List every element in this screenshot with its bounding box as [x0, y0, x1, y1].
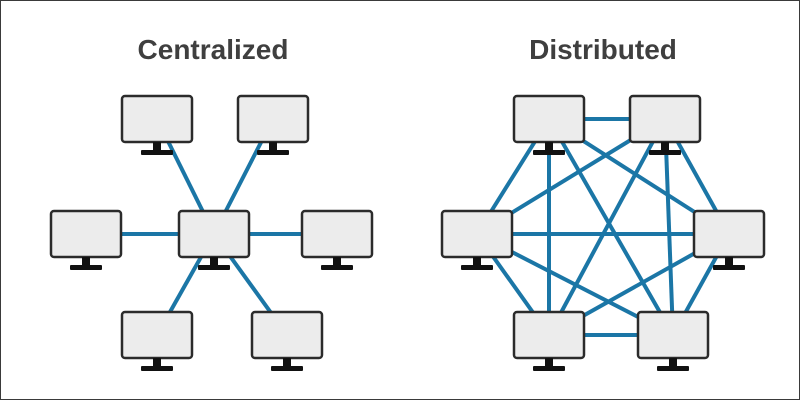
- centralized-computer-top-left: [120, 94, 194, 155]
- monitor-neck-icon: [153, 358, 161, 366]
- distributed-link-top-left-to-bottom-right: [547, 118, 675, 336]
- distributed-computer-mid-left: [440, 209, 514, 270]
- centralized-computer-center: [177, 209, 251, 270]
- distributed-computer-bottom-right: [636, 310, 710, 371]
- monitor-base-icon: [198, 265, 230, 270]
- monitor-screen-icon: [120, 94, 194, 144]
- distributed-computer-bottom-left: [512, 310, 586, 371]
- monitor-base-icon: [533, 366, 565, 371]
- distributed-computer-mid-right: [692, 209, 766, 270]
- monitor-screen-icon: [692, 209, 766, 259]
- monitor-screen-icon: [250, 310, 324, 360]
- distributed-computer-top-right: [628, 94, 702, 155]
- centralized-computer-mid-left: [49, 209, 123, 270]
- title-distributed: Distributed: [529, 34, 677, 65]
- title-centralized: Centralized: [137, 34, 289, 65]
- monitor-screen-icon: [300, 209, 374, 259]
- monitor-neck-icon: [153, 142, 161, 150]
- monitor-screen-icon: [236, 94, 310, 144]
- monitor-base-icon: [141, 366, 173, 371]
- monitor-neck-icon: [661, 142, 669, 150]
- monitor-neck-icon: [283, 358, 291, 366]
- distributed-links: [475, 117, 731, 337]
- centralized-computer-bottom-left: [120, 310, 194, 371]
- centralized-computer-mid-right: [300, 209, 374, 270]
- monitor-screen-icon: [49, 209, 123, 259]
- centralized-computer-top-right: [236, 94, 310, 155]
- monitor-neck-icon: [669, 358, 677, 366]
- monitor-base-icon: [657, 366, 689, 371]
- monitor-neck-icon: [333, 257, 341, 265]
- distributed-computer-top-left: [512, 94, 586, 155]
- centralized-nodes: [49, 94, 374, 371]
- monitor-neck-icon: [545, 142, 553, 150]
- monitor-base-icon: [257, 150, 289, 155]
- distributed-link-top-right-to-bottom-left: [547, 118, 667, 336]
- monitor-base-icon: [649, 150, 681, 155]
- distributed-nodes: [440, 94, 766, 371]
- monitor-screen-icon: [512, 310, 586, 360]
- monitor-neck-icon: [269, 142, 277, 150]
- monitor-base-icon: [321, 265, 353, 270]
- monitor-neck-icon: [545, 358, 553, 366]
- monitor-base-icon: [713, 265, 745, 270]
- monitor-screen-icon: [440, 209, 514, 259]
- monitor-neck-icon: [725, 257, 733, 265]
- monitor-screen-icon: [628, 94, 702, 144]
- monitor-base-icon: [70, 265, 102, 270]
- monitor-base-icon: [141, 150, 173, 155]
- monitor-base-icon: [533, 150, 565, 155]
- monitor-base-icon: [271, 366, 303, 371]
- centralized-computer-bottom-right: [250, 310, 324, 371]
- monitor-screen-icon: [177, 209, 251, 259]
- monitor-neck-icon: [210, 257, 218, 265]
- monitor-screen-icon: [120, 310, 194, 360]
- monitor-screen-icon: [636, 310, 710, 360]
- monitor-neck-icon: [473, 257, 481, 265]
- monitor-base-icon: [461, 265, 493, 270]
- monitor-neck-icon: [82, 257, 90, 265]
- monitor-screen-icon: [512, 94, 586, 144]
